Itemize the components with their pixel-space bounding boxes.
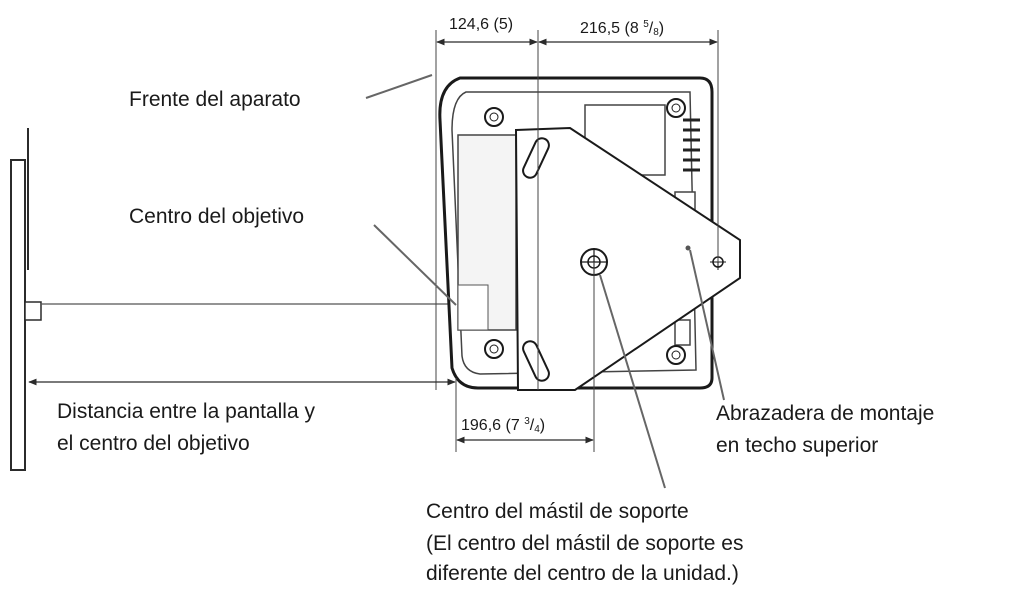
dimension-124-6: 124,6 (5)	[449, 16, 514, 33]
dimension-196-6: 196,6 (7 3/4)	[461, 416, 546, 435]
label-distance-line1: Distancia entre la pantalla y	[57, 400, 315, 423]
leader-lines	[365, 74, 725, 489]
dim-value-mm: 216,5	[580, 20, 621, 37]
dim-value-inch-den: 4	[534, 424, 540, 435]
screen	[10, 128, 42, 471]
label-bracket-line2: en techo superior	[716, 434, 879, 457]
dim-value-inch-num: 5	[643, 19, 649, 30]
label-mast-line3: diferente del centro de la unidad.)	[426, 562, 739, 585]
label-mast-line1: Centro del mástil de soporte	[426, 500, 689, 523]
label-distance-line2: el centro del objetivo	[57, 432, 250, 455]
dimension-lines	[435, 30, 719, 452]
label-bracket-line1: Abrazadera de montaje	[716, 402, 935, 425]
dim-value-inch: 5	[498, 16, 508, 33]
vent-grille	[683, 118, 700, 172]
dim-value-mm: 124,6	[449, 16, 490, 33]
dim-value-inch-whole: 7	[510, 417, 520, 434]
label-front: Frente del aparato	[129, 88, 301, 111]
dimension-216-5: 216,5 (8 5/8)	[580, 19, 665, 38]
dim-value-inch-whole: 8	[629, 20, 639, 37]
label-lens-center: Centro del objetivo	[129, 205, 305, 228]
dim-value-mm: 196,6	[461, 417, 502, 434]
dim-value-inch-num: 3	[524, 416, 530, 427]
dim-value-inch-den: 8	[653, 27, 659, 38]
label-mast-line2: (El centro del mástil de soporte es	[426, 532, 744, 555]
